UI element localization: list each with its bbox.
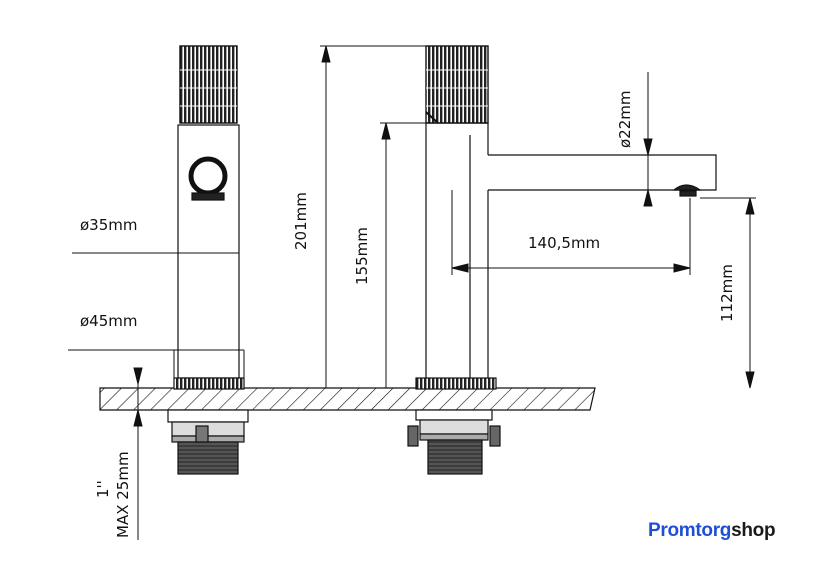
- knurled-handle: [179, 45, 238, 124]
- dim-1405-label: 140,5mm: [528, 234, 600, 252]
- dim-d45-label: ø45mm: [80, 312, 138, 330]
- logo-part-2: shop: [731, 520, 776, 541]
- dim-d22-label: ø22mm: [616, 91, 634, 149]
- knurled-handle-front: [425, 45, 489, 124]
- promtorgshop-logo[interactable]: Promtorgshop: [648, 520, 776, 542]
- left-dimension-lines: [68, 252, 245, 540]
- mixer-front-view: [407, 45, 717, 475]
- countertop: [99, 387, 596, 411]
- dim-112-label: 112mm: [718, 264, 736, 322]
- dim-201-label: 201mm: [292, 192, 310, 250]
- logo-part-1: Promtorg: [648, 520, 732, 541]
- dim-d35-label: ø35mm: [80, 216, 138, 234]
- dim-max-line2: MAX 25mm: [114, 451, 132, 538]
- outlet-circle: [188, 156, 228, 196]
- mixer-side-view: [167, 45, 249, 475]
- dim-155-label: 155mm: [353, 227, 371, 285]
- aerator: [672, 184, 702, 191]
- dim-max-line1: 1'': [94, 480, 112, 498]
- right-dimension-lines: [320, 45, 756, 389]
